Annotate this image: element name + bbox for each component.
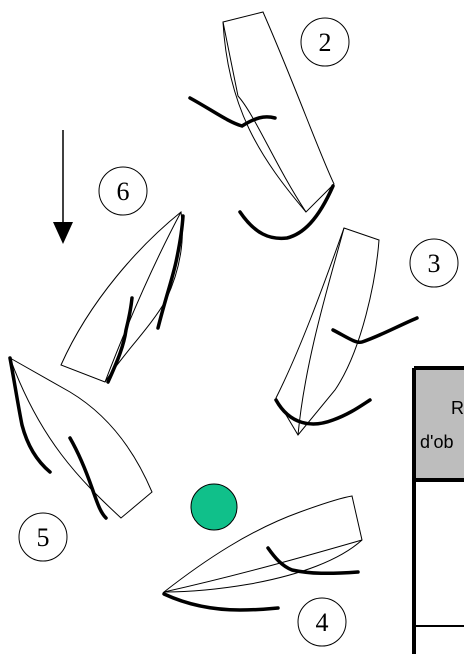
boat-6-sail-1: [156, 214, 185, 330]
label-6: 6: [98, 166, 148, 216]
boat-6: [60, 211, 185, 384]
boat-5-sail-2: [68, 436, 108, 520]
label-3-text: 3: [428, 249, 441, 278]
table-header-line-1: R: [451, 398, 464, 418]
label-3: 3: [409, 238, 459, 288]
table-header-line-2: d'ob: [420, 432, 453, 452]
label-6-text: 6: [117, 177, 130, 206]
label-4-text: 4: [316, 608, 329, 637]
label-5: 5: [18, 512, 68, 562]
boat-2: [188, 11, 335, 241]
label-5-text: 5: [37, 523, 50, 552]
boat-3-sail: [331, 316, 419, 345]
boat-4-rudder: [162, 592, 280, 612]
direction-arrow: [53, 130, 73, 244]
label-4: 4: [297, 597, 347, 647]
boat-4-sail: [266, 546, 360, 576]
boat-5-sail-1: [8, 356, 52, 474]
boat-2-rudder: [238, 184, 335, 241]
boat-5: [8, 356, 153, 520]
buoy-marker: [190, 483, 238, 531]
observation-table: R d'ob: [412, 366, 464, 654]
boat-2-sail: [188, 96, 277, 128]
boat-3: [274, 227, 419, 436]
boat-4: [162, 495, 363, 612]
boat-3-rudder: [274, 398, 372, 426]
label-2-text: 2: [319, 28, 332, 57]
table-header-cell: [414, 368, 464, 480]
boat-6-sail-2: [106, 296, 134, 384]
label-2: 2: [300, 17, 350, 67]
